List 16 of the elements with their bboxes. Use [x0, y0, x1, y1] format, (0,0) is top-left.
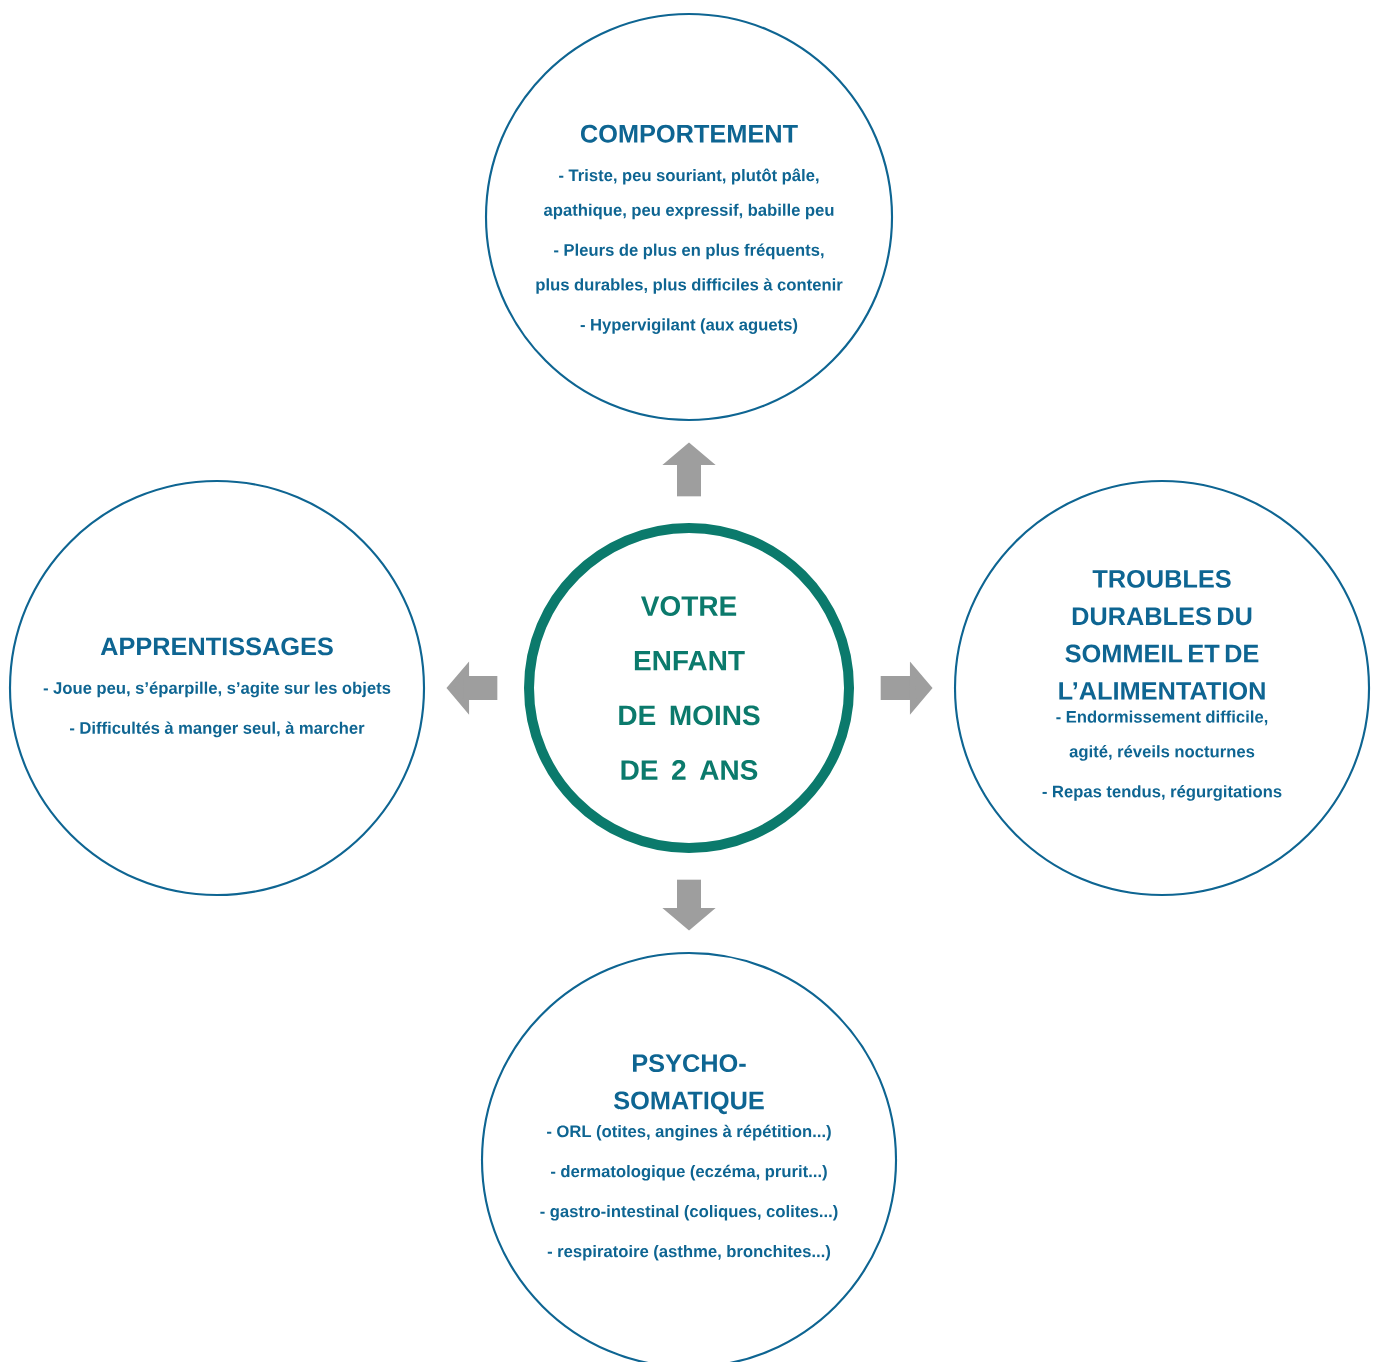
symptom-text: - Triste, peu souriant, plutôt pâle, apathique, peu expressif, babille peu	[544, 168, 834, 220]
symptom-text: - Pleurs de plus en plus fréquents, plus durables, plus difficiles à contenir	[536, 243, 843, 294]
symptom-text: - ORL (otites, angines à répétition...)	[547, 1124, 831, 1141]
symptom-text: - Repas tendus, régurgitations	[1042, 785, 1282, 801]
symptom-text: - dermatologique (eczéma, prurit...)	[551, 1164, 827, 1181]
central-title: VOTRE ENFANT DE MOINS DE 2 ANS	[619, 596, 760, 780]
symptom-text: - Endormissement difficile, agité, réveils nocturnes	[1056, 710, 1268, 761]
symptom-text: - Hypervigilant (aux aguets)	[580, 318, 798, 334]
topic-heading: PSYCHO- SOMATIQUE	[614, 1054, 764, 1115]
symptom-text: - gastro-intestinal (coliques, colites...)	[540, 1205, 838, 1221]
symptom-text: - respiratoire (asthme, bronchites...)	[547, 1245, 831, 1261]
topic-heading: COMPORTEMENT	[581, 124, 798, 143]
symptom-text: - Difficultés à manger seul, à marcher	[70, 721, 365, 738]
topic-heading: APPRENTISSAGES	[100, 637, 333, 656]
symptom-text: - Joue peu, s’éparpille, s’agite sur les objets	[43, 681, 391, 698]
topic-heading: TROUBLES DURABLES DU SOMMEIL ET DE L’ALIMENTATION	[1059, 569, 1265, 700]
